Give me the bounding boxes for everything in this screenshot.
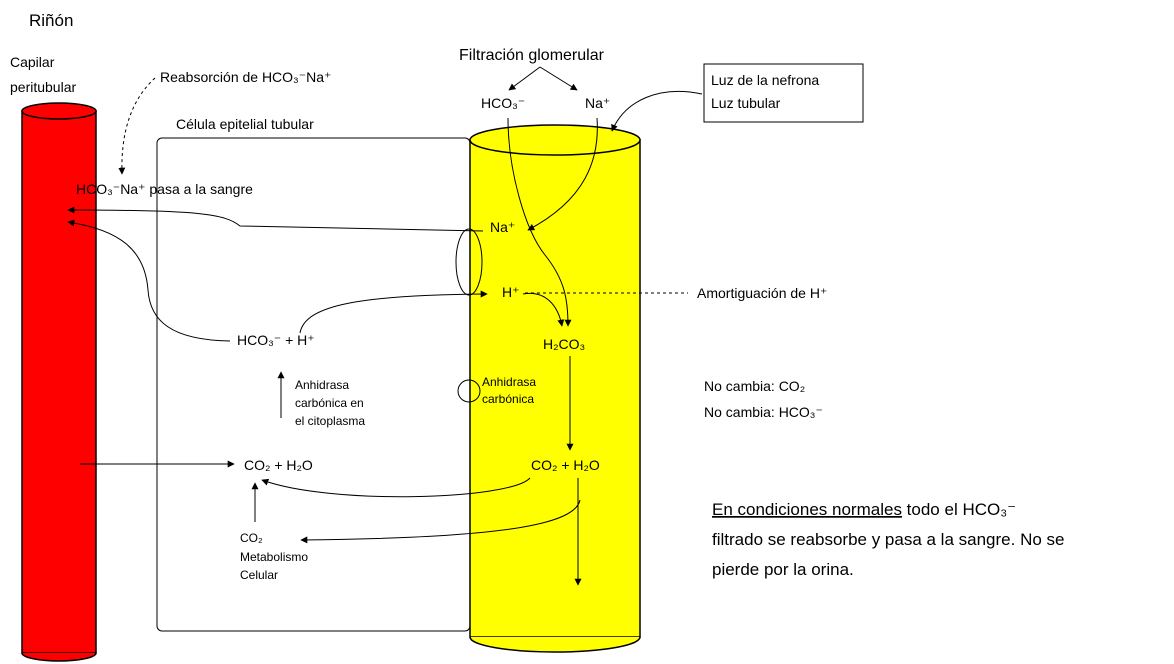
cell-hco3-h: HCO₃⁻ + H⁺ <box>237 332 315 348</box>
tubule-h: H⁺ <box>502 284 520 300</box>
capillary-label-line1: Capilar <box>10 54 55 70</box>
note-line3: pierde por la orina. <box>712 560 854 579</box>
tubule-co2-to-cell-arrow <box>261 477 531 498</box>
peritubular-capillary <box>21 102 97 662</box>
metabolism-line2: Metabolismo <box>240 550 308 564</box>
note-line2: filtrado se reabsorbe y pasa a la sangre… <box>712 530 1064 549</box>
metabolism-line3: Celular <box>240 568 278 582</box>
h-to-h2co3-arrow <box>522 292 565 327</box>
capillary-label-line2: peritubular <box>10 79 76 95</box>
diagram-title: Riñón <box>29 11 73 30</box>
tubule-co2-to-metabolism-arrow <box>300 499 581 544</box>
note-line1: En condiciones normales todo el HCO₃⁻ <box>712 500 1016 519</box>
tubule-enzyme-line1: Anhidrasa <box>482 375 536 389</box>
metabolism-line1: CO₂ <box>240 531 263 545</box>
no-change-line2: No cambia: HCO₃⁻ <box>704 404 823 420</box>
cell-label: Célula epitelial tubular <box>176 116 314 132</box>
cell-enzyme-line2: carbónica en <box>295 396 364 410</box>
cell-enzyme-line3: el citoplasma <box>295 414 365 428</box>
filtration-arrow-right <box>539 66 578 91</box>
hco3-filtrate-arrow <box>507 117 572 327</box>
tubule-h2co3: H₂CO₃ <box>543 336 585 352</box>
lumen-box-line2: Luz tubular <box>711 95 781 111</box>
filtration-title: Filtración glomerular <box>459 47 605 64</box>
tubule-na: Na⁺ <box>490 219 515 235</box>
na-filtrate-arrow <box>527 117 598 231</box>
tubule-co2-h2o: CO₂ + H₂O <box>531 457 600 473</box>
no-change-line1: No cambia: CO₂ <box>704 378 805 394</box>
note-line1-rest: todo el HCO₃⁻ <box>902 500 1016 519</box>
reabsorption-dashed-arrow <box>118 77 156 175</box>
filtration-arrow-left <box>508 66 541 91</box>
lumen-box-line1: Luz de la nefrona <box>711 72 819 88</box>
cell-h-to-tubule-arrow <box>299 290 488 334</box>
cell-enzyme-line1: Anhidrasa <box>295 378 349 392</box>
cell-hco3-to-blood-arrow <box>67 219 231 342</box>
note-underlined: En condiciones normales <box>712 500 902 519</box>
na-h-exchanger <box>455 228 483 296</box>
tubule-enzyme-line2: carbónica <box>482 392 534 406</box>
filtration-na: Na⁺ <box>585 95 610 111</box>
buffering-label: Amortiguación de H⁺ <box>697 285 827 301</box>
lumen-pointer-arrow <box>611 90 703 132</box>
cell-co2-h2o: CO₂ + H₂O <box>244 457 313 473</box>
blood-pass-label: HCO₃⁻Na⁺ pasa a la sangre <box>76 181 253 197</box>
tubule-enzyme-circle <box>457 379 481 403</box>
na-to-blood-arrow <box>67 206 484 232</box>
reabsorption-label: Reabsorción de HCO₃⁻Na⁺ <box>160 69 331 85</box>
lumen-label-box <box>703 63 864 123</box>
filtration-hco3: HCO₃⁻ <box>481 95 525 111</box>
